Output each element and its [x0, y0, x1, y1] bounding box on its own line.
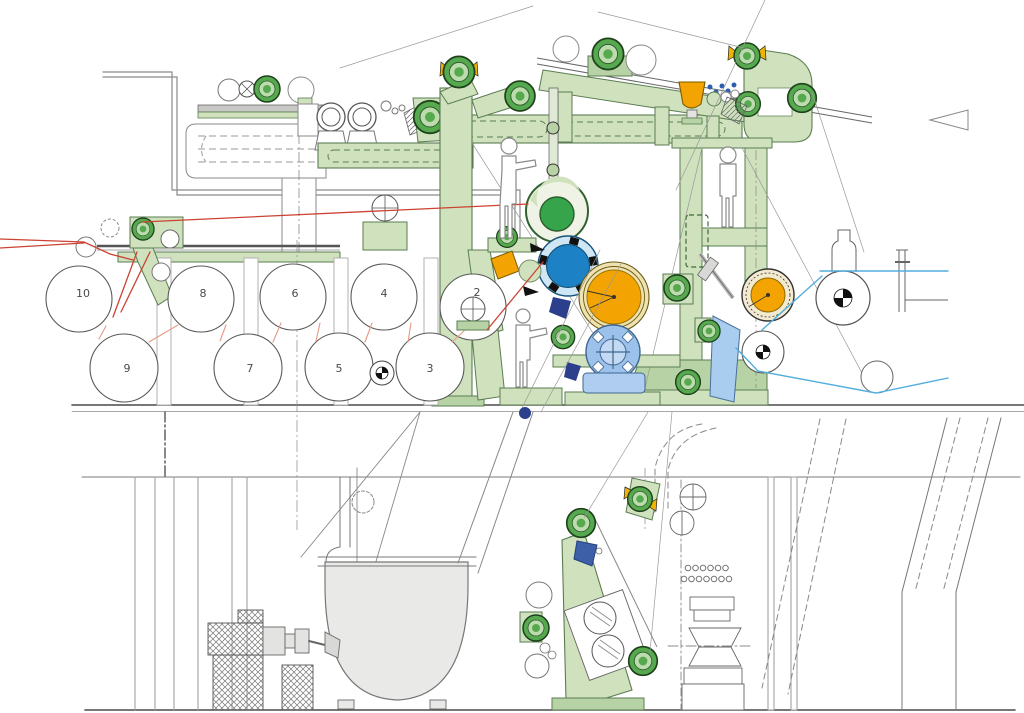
cylinder-6 — [259, 263, 327, 331]
threading-ropes — [339, 0, 865, 653]
agitator-motor — [262, 626, 326, 656]
broke-pulper — [317, 411, 534, 710]
cylinder-9 — [89, 333, 159, 403]
felt-salmon — [98, 322, 465, 343]
cylinder-label-5: 5 — [336, 362, 343, 375]
operator-figure-middle — [515, 308, 548, 388]
doctor-blade-navy — [549, 297, 571, 319]
slanted-duct — [901, 417, 1002, 711]
basement-columns — [134, 411, 798, 711]
exhaust-hood — [185, 123, 327, 179]
mid-rollers — [550, 252, 735, 350]
hydraulic-cylinder — [696, 252, 735, 300]
blade-stand — [895, 249, 948, 312]
cylinder-8 — [167, 265, 235, 333]
quadrant-roller-small — [369, 360, 395, 386]
cylinder-10 — [45, 265, 113, 333]
building-structure — [71, 71, 1024, 711]
hole-rows — [680, 564, 733, 583]
fan-unit — [667, 479, 751, 711]
film-press — [490, 176, 948, 403]
cylinder-label-9: 9 — [124, 362, 131, 375]
web-red — [0, 203, 544, 331]
cylinder-label-8: 8 — [200, 287, 207, 300]
cylinder-4 — [350, 263, 418, 331]
transfer-roll-core — [539, 196, 575, 232]
cylinder-labels: 10 9 8 7 6 5 4 3 2 — [76, 286, 481, 375]
cylinder-label-4: 4 — [381, 287, 388, 300]
foundation-blocks — [207, 609, 314, 711]
cylinder-label-7: 7 — [247, 362, 254, 375]
blue-applicator — [573, 540, 598, 567]
people — [499, 137, 737, 388]
upper-bracket — [623, 468, 661, 530]
operator-figure-right — [719, 146, 737, 228]
left-roller-arm — [439, 55, 536, 119]
press-unit — [129, 216, 184, 306]
dashed-roll-mark — [351, 490, 375, 514]
cylinder-2-motor — [456, 296, 490, 331]
air-ducts-dashed — [654, 417, 989, 695]
carriage — [552, 35, 657, 77]
cylinder-label-10: 10 — [76, 287, 90, 300]
cylinder-3 — [395, 332, 465, 402]
cylinder-label-3: 3 — [427, 362, 434, 375]
cylinder-7 — [213, 333, 283, 403]
dryer-section: 10 9 8 7 6 5 4 3 2 — [45, 194, 507, 530]
applicator-orange — [490, 250, 520, 280]
coating-roll-orange — [578, 261, 650, 333]
web-cyan — [735, 270, 949, 394]
access-door-dashed — [685, 214, 709, 268]
operator-figure-upper — [499, 137, 537, 239]
stand-above-cyl4 — [362, 194, 408, 251]
cylinder-label-6: 6 — [292, 287, 299, 300]
floor-guide-dot — [519, 407, 531, 419]
drive-motor — [582, 324, 646, 394]
bottom-coater — [519, 468, 661, 711]
quadrant-rollers — [741, 229, 894, 394]
rewinder — [197, 75, 339, 119]
cylinder-label-2: 2 — [474, 286, 481, 299]
spool-stands — [297, 97, 451, 151]
hanger-rod — [546, 87, 560, 183]
web-threading — [0, 0, 949, 653]
coater-head-2 — [674, 268, 795, 403]
funnel-cluster — [678, 81, 748, 125]
